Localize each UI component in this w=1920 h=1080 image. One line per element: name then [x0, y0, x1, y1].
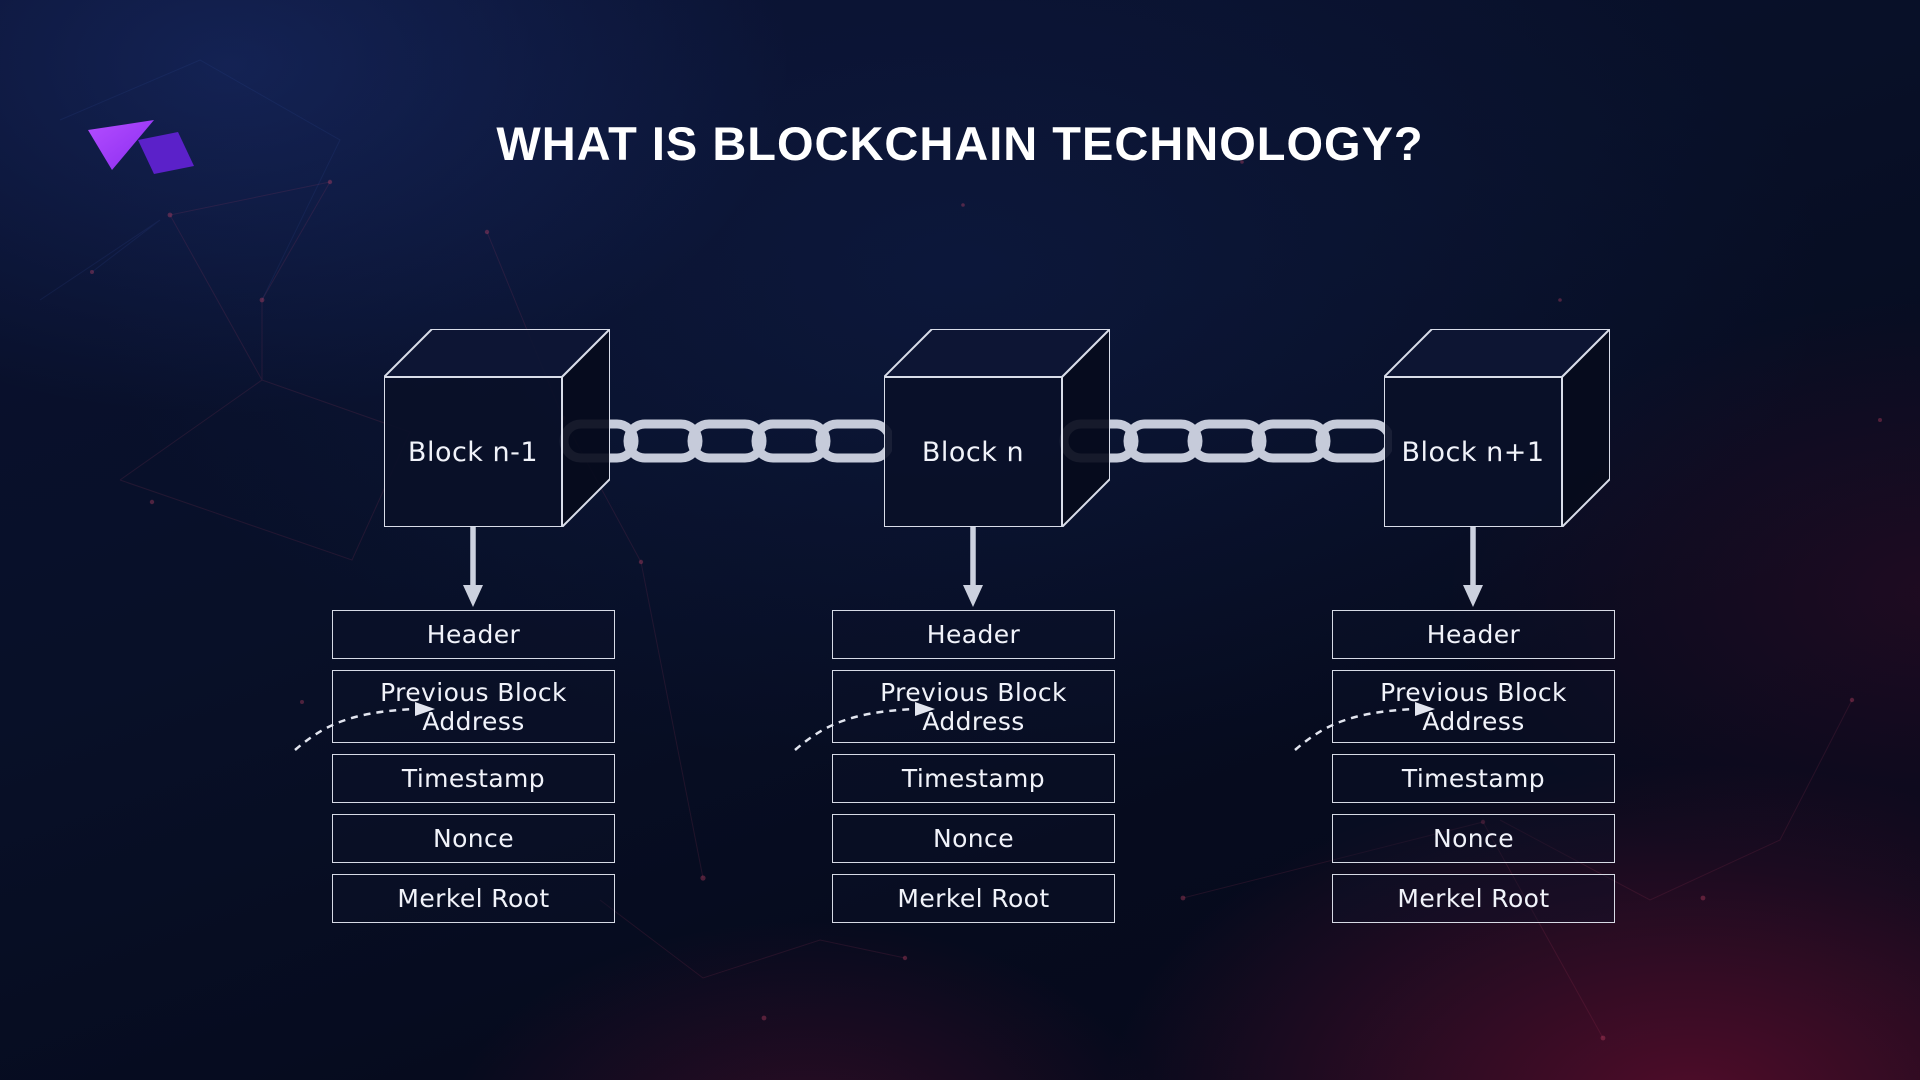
previous-address-pointer-icon [794, 702, 935, 751]
down-arrow-icon [1463, 527, 1483, 607]
field-header: Header [1332, 610, 1615, 659]
block-cube-icon [384, 329, 610, 527]
block-cube-icon [884, 329, 1110, 527]
field-previous-block-address: Previous Block Address [832, 670, 1115, 743]
previous-address-pointer-icon [1294, 702, 1435, 751]
field-previous-block-address: Previous Block Address [1332, 670, 1615, 743]
block-label: Block n-1 [407, 436, 539, 468]
field-timestamp: Timestamp [332, 754, 615, 803]
previous-address-pointer-icon [294, 702, 435, 751]
field-timestamp: Timestamp [1332, 754, 1615, 803]
field-merkel-root: Merkel Root [1332, 874, 1615, 923]
block-label: Block n [921, 436, 1025, 468]
block-column-n-1: Block n-1 Header Previous Block Address … [294, 329, 615, 929]
down-arrow-icon [963, 527, 983, 607]
block-label: Block n+1 [1401, 436, 1545, 468]
field-header: Header [832, 610, 1115, 659]
field-merkel-root: Merkel Root [832, 874, 1115, 923]
page-title: WHAT IS BLOCKCHAIN TECHNOLOGY? [496, 117, 1424, 170]
field-nonce: Nonce [1332, 814, 1615, 863]
field-previous-block-address: Previous Block Address [332, 670, 615, 743]
field-nonce: Nonce [332, 814, 615, 863]
field-header: Header [332, 610, 615, 659]
brand-logo [86, 118, 198, 192]
field-nonce: Nonce [832, 814, 1115, 863]
block-column-n: Block n Header Previous Block Address Ti… [794, 329, 1115, 929]
field-timestamp: Timestamp [832, 754, 1115, 803]
field-merkel-root: Merkel Root [332, 874, 615, 923]
block-cube-icon [1384, 329, 1610, 527]
down-arrow-icon [463, 527, 483, 607]
brand-logo-icon [88, 120, 194, 174]
block-column-n-plus-1: Block n+1 Header Previous Block Address … [1294, 329, 1615, 929]
